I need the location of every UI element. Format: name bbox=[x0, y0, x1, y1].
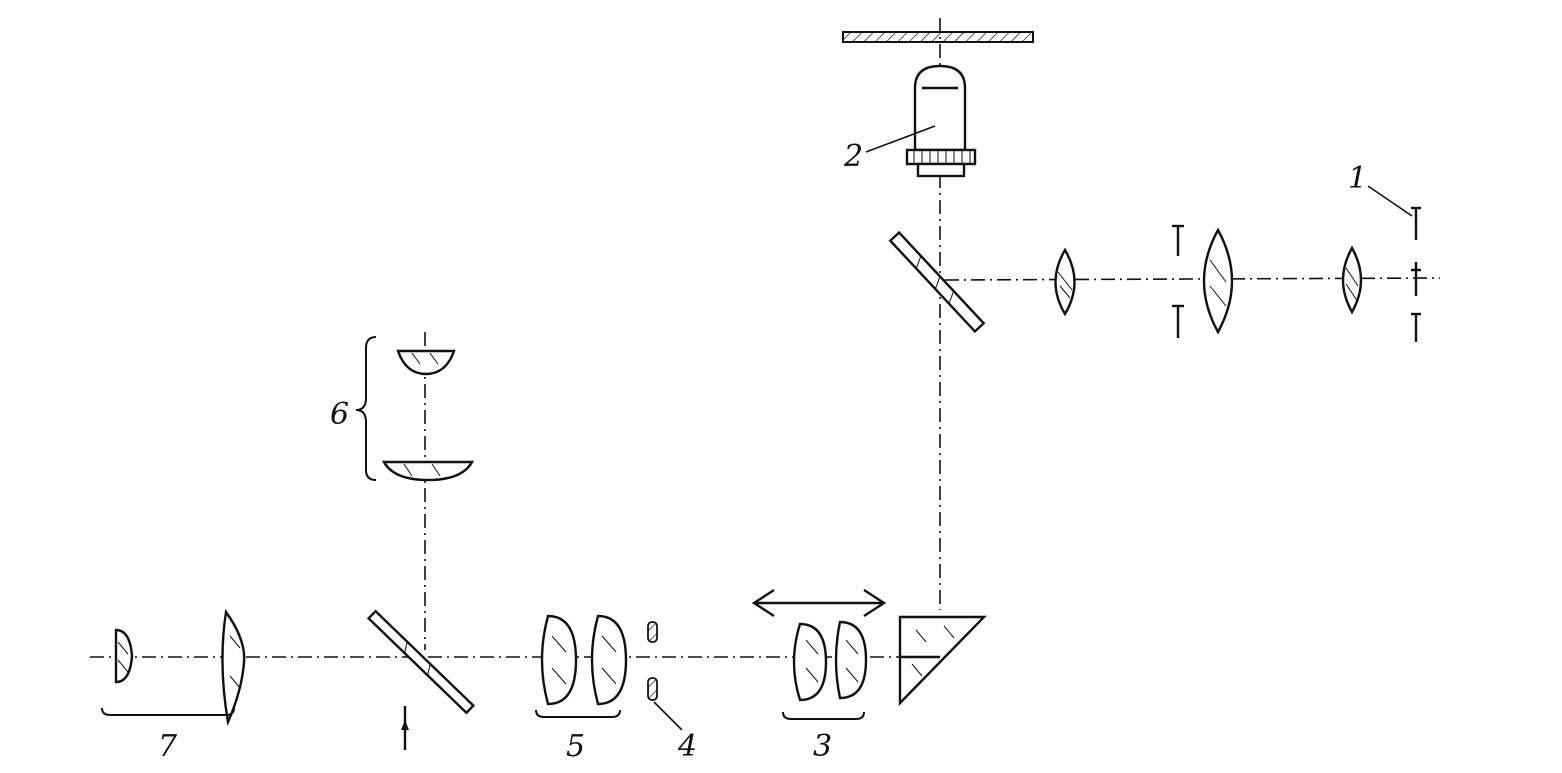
label-1: 1 bbox=[1348, 161, 1367, 196]
leader-2 bbox=[865, 125, 936, 153]
bracket-5 bbox=[535, 709, 621, 718]
light-source-1 bbox=[1411, 206, 1421, 342]
illumination-lens-b bbox=[1202, 227, 1234, 335]
field-stop bbox=[647, 621, 658, 701]
illumination-axis bbox=[944, 277, 1441, 281]
illumination-lens-a bbox=[1054, 247, 1076, 317]
aperture-diaphragm bbox=[1172, 224, 1184, 338]
specimen-plate bbox=[842, 31, 1034, 43]
label-3: 3 bbox=[813, 729, 832, 764]
small-marker bbox=[401, 706, 409, 750]
eyepiece-group-6 bbox=[381, 349, 475, 482]
label-4: 4 bbox=[677, 729, 697, 764]
label-2: 2 bbox=[843, 139, 863, 174]
movement-arrow bbox=[751, 588, 887, 618]
leader-1 bbox=[1367, 185, 1413, 217]
label-7: 7 bbox=[158, 729, 178, 764]
lens-group-5 bbox=[540, 614, 628, 706]
objective bbox=[905, 64, 977, 178]
lens-group-7 bbox=[114, 608, 246, 727]
lens-group-3 bbox=[792, 620, 868, 702]
brace-6 bbox=[355, 336, 377, 481]
leader-4 bbox=[653, 701, 683, 731]
label-5: 5 bbox=[566, 729, 585, 764]
illumination-lens-c bbox=[1341, 245, 1363, 315]
label-6: 6 bbox=[330, 397, 349, 432]
beam-splitter-upper bbox=[888, 230, 986, 334]
right-angle-prism bbox=[898, 615, 987, 706]
bracket-3 bbox=[782, 711, 865, 720]
bracket-7 bbox=[101, 707, 235, 716]
beam-splitter-lower bbox=[366, 609, 476, 715]
